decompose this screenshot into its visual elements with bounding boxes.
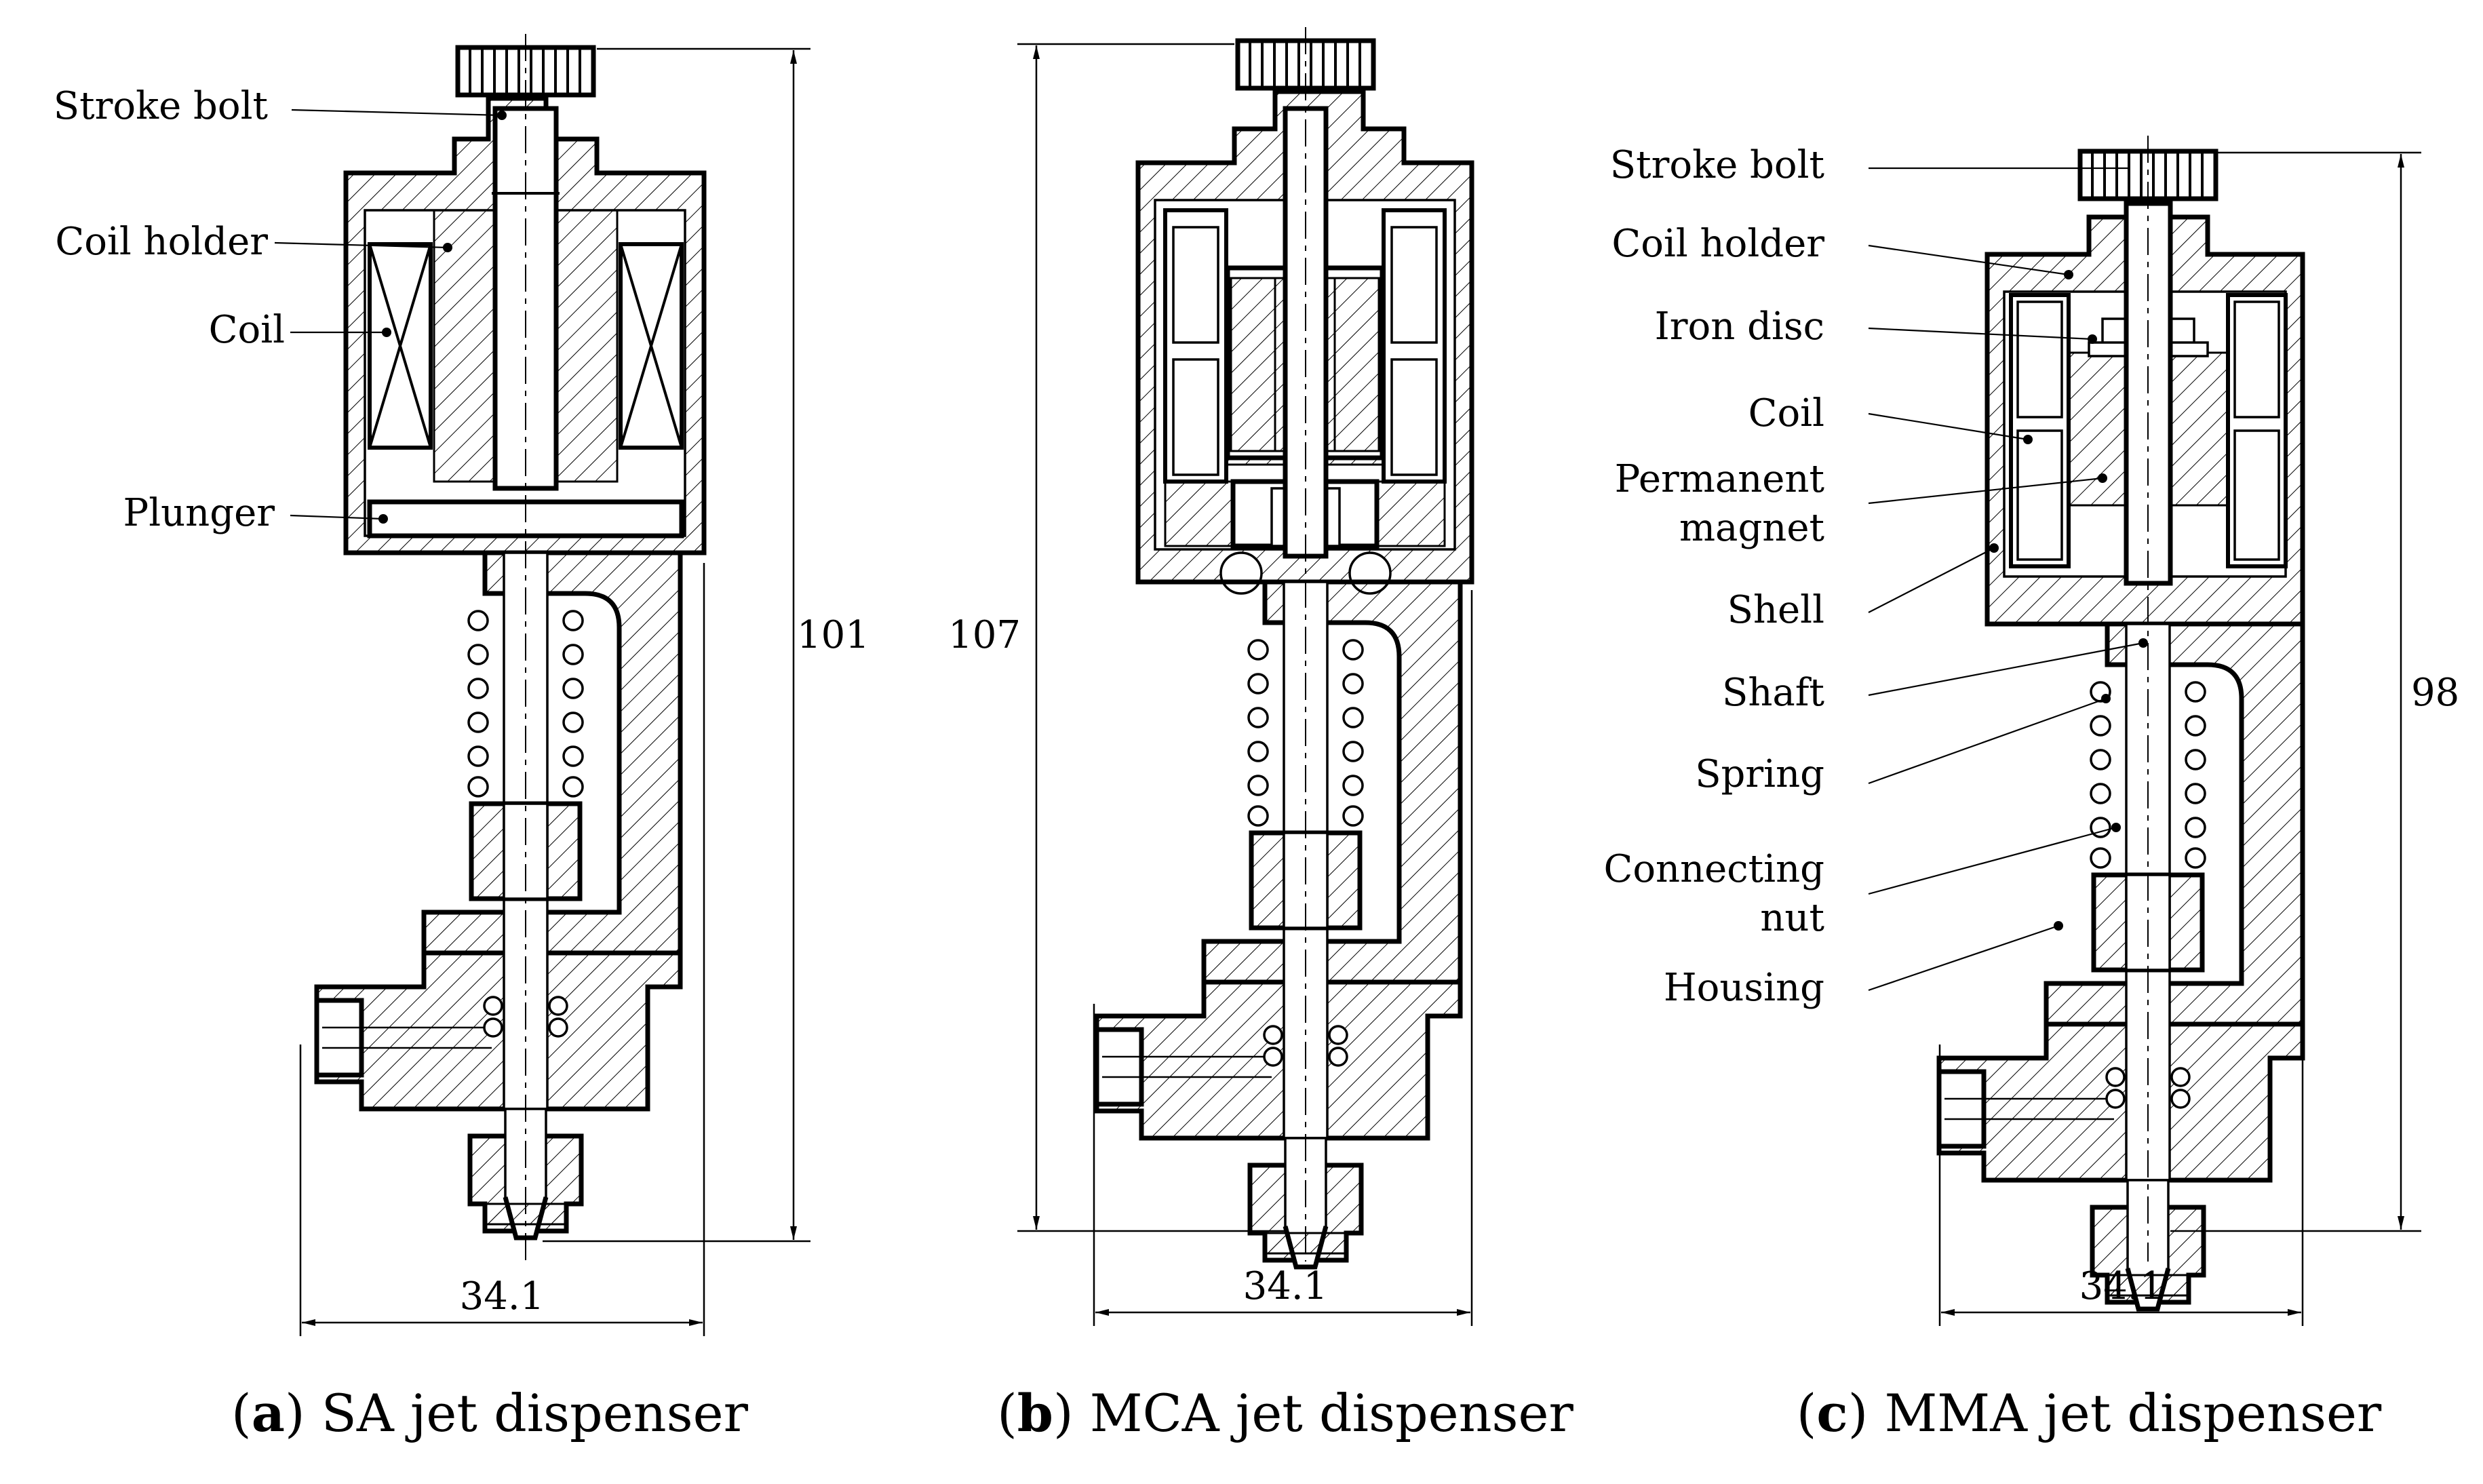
dim-height-b: 107 <box>948 613 1021 657</box>
dim-width-a: 34.1 <box>460 1274 545 1319</box>
label-connecting-nut-c-2: nut <box>1760 896 1824 940</box>
label-coil-holder-c: Coil holder <box>1611 222 1824 266</box>
caption-a: (a) SA jet dispenser <box>231 1383 749 1443</box>
coil-right-a <box>621 244 682 448</box>
panel-a-sa-dispenser: Stroke bolt Coil holder Coil Plunger 101… <box>54 34 869 1443</box>
label-plunger-a: Plunger <box>123 491 275 535</box>
label-coil-c: Coil <box>1748 391 1824 435</box>
label-housing-c: Housing <box>1664 966 1824 1010</box>
caption-b: (b) MCA jet dispenser <box>997 1383 1573 1443</box>
label-connecting-nut-c-1: Connecting <box>1603 847 1824 891</box>
dim-width-b: 34.1 <box>1243 1264 1328 1308</box>
label-iron-disc-c: Iron disc <box>1655 305 1824 349</box>
label-stroke-bolt-a: Stroke bolt <box>54 84 269 128</box>
label-stroke-bolt-c: Stroke bolt <box>1610 143 1825 187</box>
dim-height-c: 98 <box>2411 671 2459 715</box>
dim-width-c: 34.1 <box>2079 1264 2164 1308</box>
label-permanent-magnet-c-2: magnet <box>1679 506 1825 550</box>
label-shell-c: Shell <box>1727 588 1824 632</box>
label-coil-a: Coil <box>209 308 285 352</box>
label-permanent-magnet-c-1: Permanent <box>1615 457 1825 501</box>
label-spring-c: Spring <box>1695 752 1824 796</box>
housing-a <box>317 553 680 1238</box>
label-shaft-c: Shaft <box>1722 671 1825 715</box>
caption-c: (c) MMA jet dispenser <box>1797 1383 2382 1443</box>
housing-b <box>1097 582 1460 1267</box>
label-coil-holder-a: Coil holder <box>55 220 268 264</box>
coil-left-a <box>370 244 431 448</box>
dim-height-a: 101 <box>797 613 869 657</box>
panel-b-mca-dispenser: 107 34.1 (b) MCA jet dispenser <box>948 27 1574 1443</box>
panel-c-mma-dispenser: Stroke bolt Coil holder Iron disc Coil P… <box>1603 136 2459 1443</box>
housing-c <box>1939 624 2303 1309</box>
